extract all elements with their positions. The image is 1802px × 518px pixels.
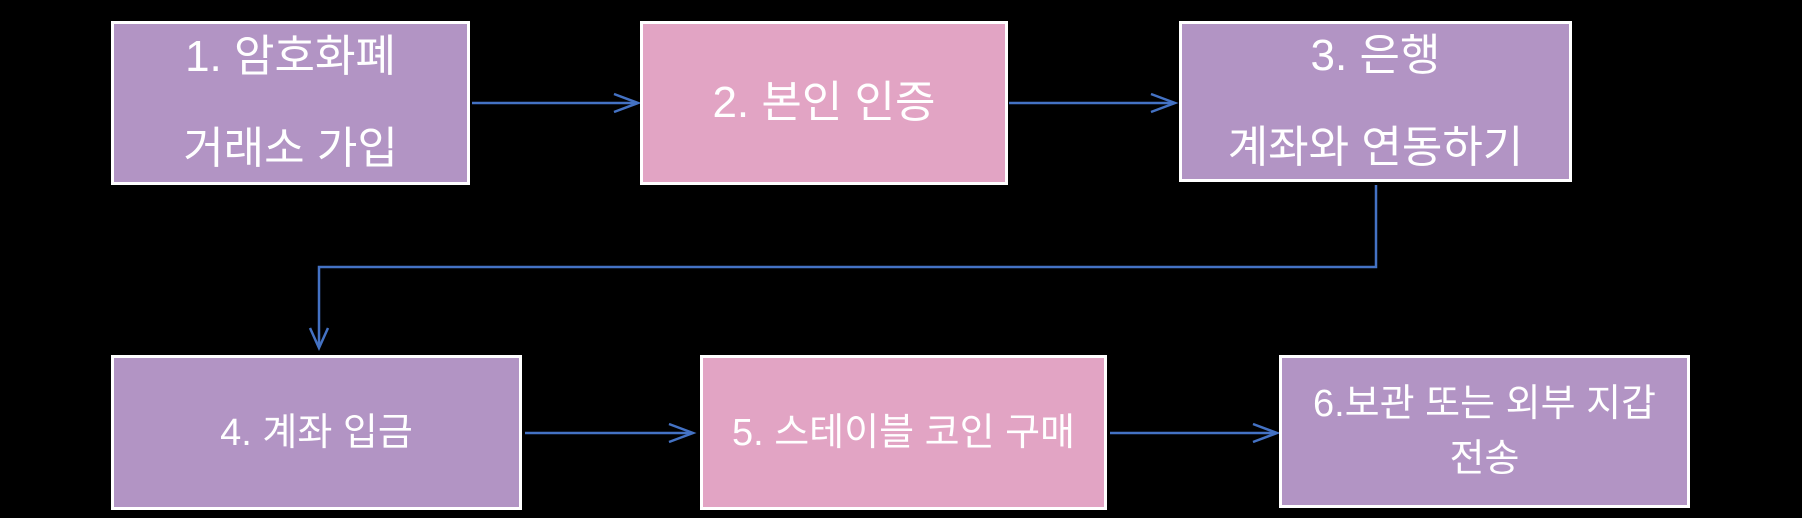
step-1-label-line-1: 1. 암호화폐 bbox=[185, 32, 396, 81]
connector-3-4-elbow-arrow bbox=[308, 185, 1378, 352]
step-5-box: 5. 스테이블 코인 구매 bbox=[700, 355, 1107, 510]
step-4-label: 4. 계좌 입금 bbox=[220, 411, 413, 454]
connector-4-5-arrow bbox=[525, 422, 697, 444]
step-6-label-line-2: 전송 bbox=[1449, 438, 1520, 480]
connector-1-2-arrow bbox=[472, 92, 642, 114]
step-6-label-line-1: 6.보관 또는 외부 지갑 bbox=[1312, 383, 1657, 425]
step-1-label-line-2: 거래소 가입 bbox=[183, 124, 398, 173]
step-2-label: 2. 본인 인증 bbox=[712, 78, 936, 127]
step-6-box: 6.보관 또는 외부 지갑 전송 bbox=[1279, 355, 1690, 508]
connector-5-6-arrow bbox=[1110, 422, 1281, 444]
step-2-box: 2. 본인 인증 bbox=[640, 21, 1008, 185]
step-3-label-line-1: 3. 은행 bbox=[1310, 30, 1441, 80]
step-3-label-line-2: 계좌와 연동하기 bbox=[1227, 122, 1524, 172]
step-3-box: 3. 은행 계좌와 연동하기 bbox=[1179, 21, 1572, 182]
step-5-label: 5. 스테이블 코인 구매 bbox=[731, 411, 1076, 454]
step-1-box: 1. 암호화폐 거래소 가입 bbox=[111, 21, 470, 185]
step-4-box: 4. 계좌 입금 bbox=[111, 355, 522, 510]
connector-2-3-arrow bbox=[1009, 92, 1179, 114]
